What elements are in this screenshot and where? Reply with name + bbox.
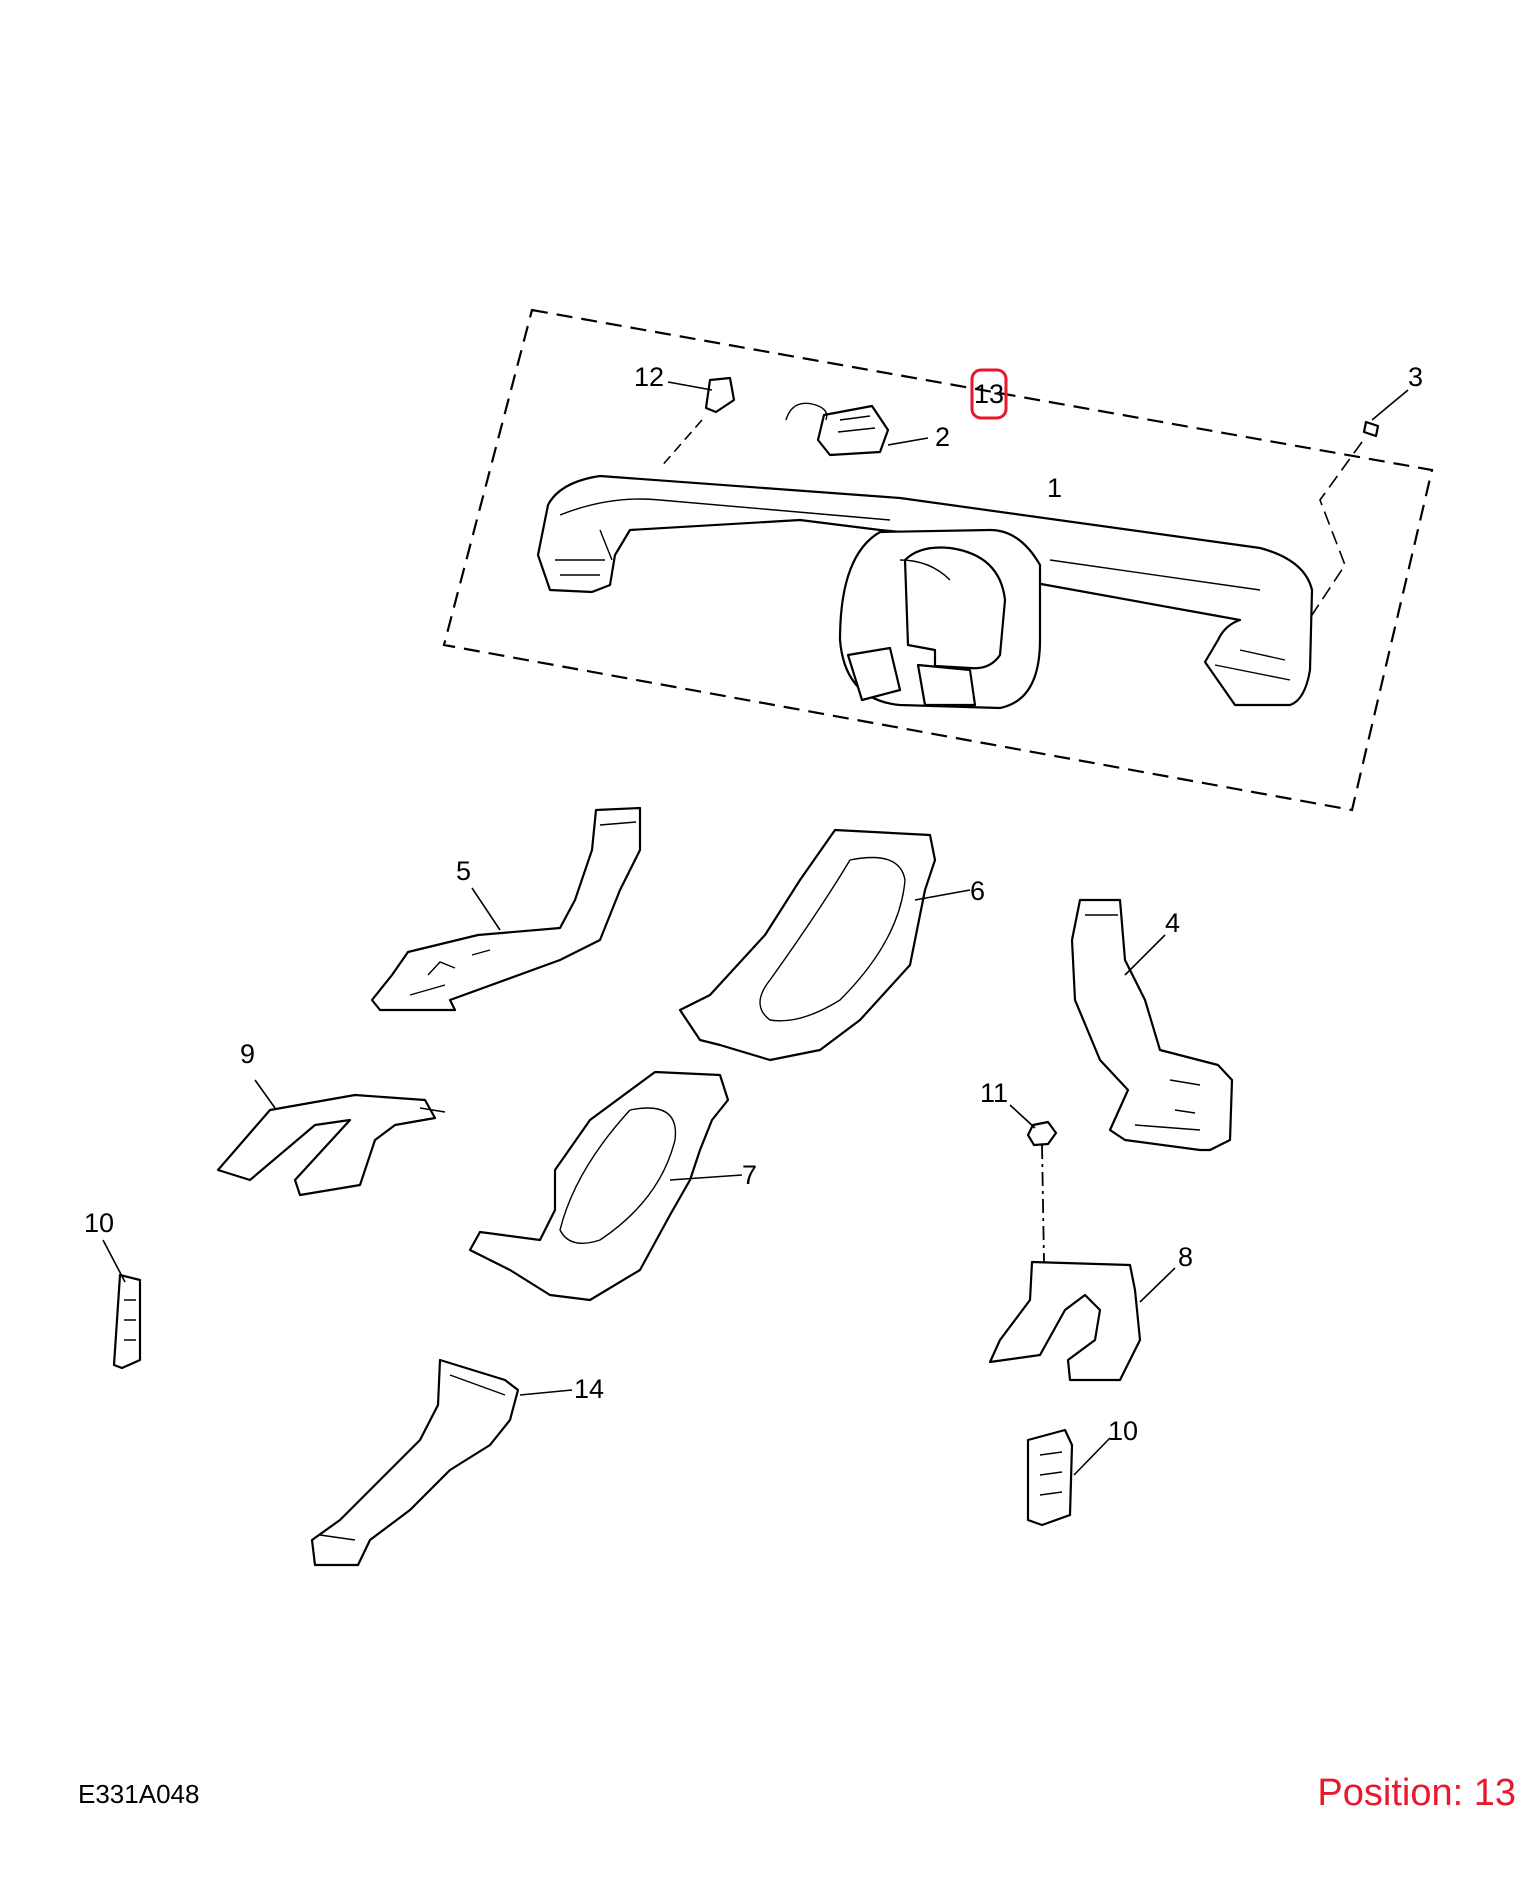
callout-11[interactable]: 11 bbox=[980, 1078, 1008, 1108]
assembly-boundary bbox=[442, 308, 1434, 812]
callout-6[interactable]: 6 bbox=[970, 876, 985, 906]
callout-9[interactable]: 9 bbox=[240, 1039, 255, 1069]
callout-10-left[interactable]: 10 bbox=[84, 1208, 114, 1238]
callout-4[interactable]: 4 bbox=[1165, 908, 1180, 938]
callout-7[interactable]: 7 bbox=[742, 1160, 757, 1190]
callout-14[interactable]: 14 bbox=[574, 1374, 604, 1404]
part-5-duct[interactable] bbox=[370, 806, 642, 1012]
part-8-duct[interactable] bbox=[988, 1144, 1176, 1382]
callout-5[interactable]: 5 bbox=[456, 856, 471, 886]
callout-13[interactable]: 13 bbox=[974, 379, 1004, 409]
callout-2[interactable]: 2 bbox=[935, 422, 950, 452]
position-indicator: Position: 13 bbox=[1317, 1772, 1516, 1814]
part-10-vent-left[interactable] bbox=[102, 1239, 142, 1370]
callout-8[interactable]: 8 bbox=[1178, 1242, 1193, 1272]
part-9-duct[interactable] bbox=[216, 1079, 446, 1197]
part-11-nut[interactable] bbox=[1009, 1104, 1058, 1147]
diagram-reference-code: E331A048 bbox=[78, 1779, 200, 1809]
part-10-vent-right[interactable] bbox=[1026, 1428, 1111, 1527]
part-12-clip[interactable] bbox=[659, 376, 736, 469]
callout-12[interactable]: 12 bbox=[634, 362, 664, 392]
part-1-main-duct[interactable] bbox=[536, 474, 1314, 710]
part-7-floor-duct[interactable] bbox=[468, 1070, 743, 1302]
callout-3[interactable]: 3 bbox=[1408, 362, 1423, 392]
part-2-module[interactable] bbox=[785, 402, 929, 457]
part-4-duct[interactable] bbox=[1070, 898, 1234, 1152]
part-6-floor-duct[interactable] bbox=[678, 828, 971, 1062]
part-14-duct[interactable] bbox=[310, 1358, 573, 1567]
part-3-screw[interactable] bbox=[1311, 389, 1409, 616]
callout-13-highlight bbox=[970, 368, 1008, 420]
callout-1[interactable]: 1 bbox=[1047, 473, 1062, 503]
callout-10-right[interactable]: 10 bbox=[1108, 1416, 1138, 1446]
